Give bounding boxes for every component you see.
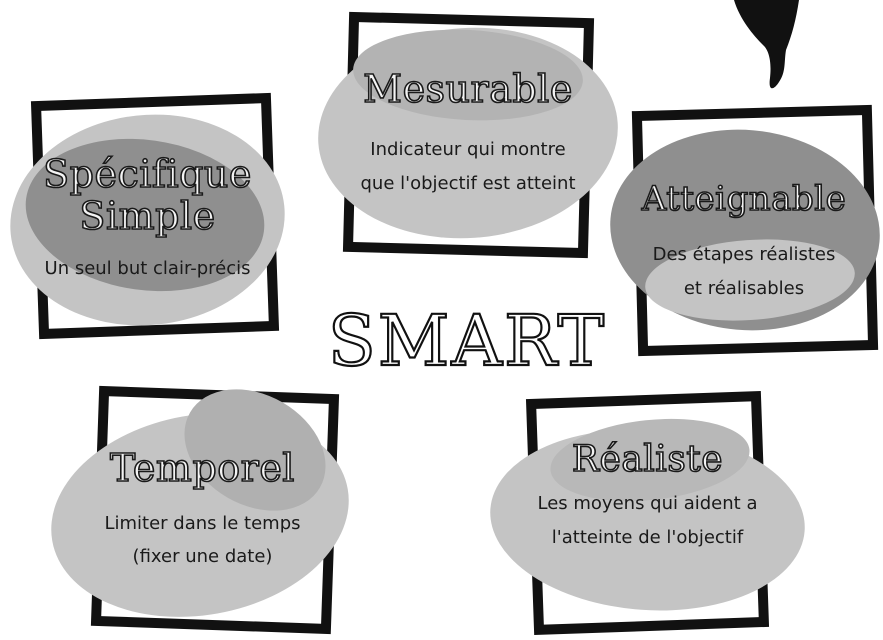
card-description: Indicateur qui montre [370,139,566,160]
card-description: l'atteinte de l'objectif [551,527,744,548]
card-title: Mesurable [362,67,573,111]
card-temporel: Temporel Limiter dans le temps (fixer un… [34,364,366,640]
card-title: Temporel [109,446,295,490]
card-description: Des étapes réalistes [652,244,836,265]
card-description: (fixer une date) [132,546,273,567]
card-title: Spécifique [42,152,252,196]
card-description: Limiter dans le temps [104,513,301,534]
card-description: et réalisables [683,278,805,299]
card-description: que l'objectif est atteint [360,173,576,194]
card-title: Réaliste [571,439,724,480]
card-realiste: Réaliste Les moyens qui aident a l'attei… [484,390,811,636]
card-title: Simple [79,194,216,238]
card-description: Un seul but clair-précis [44,258,251,279]
card-atteignable: Atteignable Des étapes réalistes et réal… [601,100,883,360]
card-specifique: Spécifique Simple Un seul but clair-préc… [0,85,296,345]
center-title: SMART [327,299,607,383]
card-mesurable: Mesurable Indicateur qui montre que l'ob… [311,10,625,260]
card-title: Atteignable [641,179,847,219]
corner-decoration [734,0,799,89]
card-description: Les moyens qui aident a [537,493,758,514]
